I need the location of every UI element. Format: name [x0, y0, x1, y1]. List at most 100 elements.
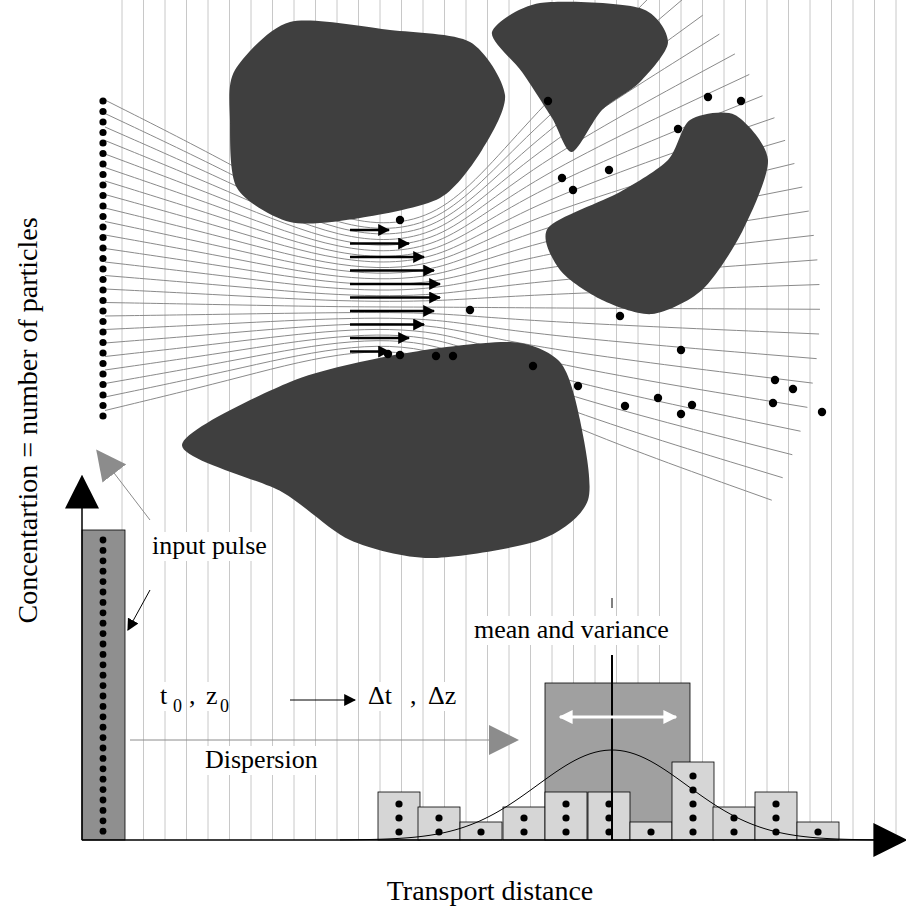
histogram-bar [503, 807, 545, 840]
particle [100, 776, 107, 783]
streamline [105, 0, 685, 228]
velocity-arrow [350, 350, 389, 353]
particle [569, 186, 577, 194]
gaussian-curve [340, 750, 880, 840]
particle [562, 800, 569, 807]
particle [100, 713, 107, 720]
velocity-arrow [350, 310, 434, 313]
grid-line [767, 0, 768, 840]
particle [432, 352, 440, 360]
histogram-bar [755, 792, 797, 840]
particle [100, 578, 107, 585]
particle [616, 312, 624, 320]
particle [520, 828, 527, 835]
dispersion-label: Dispersion [203, 746, 320, 775]
axis-title: Transport distance [385, 876, 596, 907]
particle [818, 408, 826, 416]
particle [100, 703, 107, 710]
particle [100, 724, 107, 731]
particle [99, 202, 106, 209]
particle [100, 557, 107, 564]
particle [100, 547, 107, 554]
particle [100, 651, 107, 658]
particle [396, 351, 404, 359]
particle [396, 216, 404, 224]
particle [99, 129, 106, 136]
particle [730, 828, 737, 835]
particle [395, 814, 402, 821]
mean-line [611, 655, 613, 840]
particle [99, 171, 106, 178]
particle [558, 174, 566, 182]
grain [229, 21, 505, 224]
transform-arrow [290, 700, 355, 701]
particle [100, 599, 107, 606]
particle [737, 97, 745, 105]
symbol-label: Δt [366, 682, 394, 711]
particle [99, 276, 106, 283]
grain [545, 113, 768, 315]
particle [99, 307, 106, 314]
particle [99, 108, 106, 115]
particle [99, 391, 106, 398]
particle [99, 223, 106, 230]
particle [99, 360, 106, 367]
particle [529, 362, 537, 370]
histogram-bar [588, 792, 630, 840]
variance-box [545, 683, 690, 840]
particle [466, 306, 474, 314]
particle [100, 589, 107, 596]
histogram-bar [672, 762, 714, 840]
y-axis [81, 478, 83, 840]
particle [677, 346, 685, 354]
symbol-label: z [204, 682, 220, 711]
particle [100, 537, 107, 544]
grid-line [896, 0, 897, 840]
subscript-label: 0 [218, 697, 231, 717]
velocity-arrow [350, 269, 434, 272]
symbol-label: , [408, 682, 419, 711]
particle [100, 620, 107, 627]
particle [99, 402, 106, 409]
input-particles [99, 97, 106, 419]
particle [100, 817, 107, 824]
particle [99, 339, 106, 346]
particle [100, 661, 107, 668]
particle [689, 814, 696, 821]
streamline [105, 303, 820, 310]
streamline [105, 285, 819, 302]
particle [395, 800, 402, 807]
leader-arrow [98, 452, 150, 520]
grain [182, 342, 590, 558]
particle [99, 139, 106, 146]
particle [100, 786, 107, 793]
symbol-label: Δz [426, 682, 458, 711]
particle [99, 318, 106, 325]
particle [99, 118, 106, 125]
particle [99, 234, 106, 241]
particle [100, 734, 107, 741]
particle [99, 244, 106, 251]
particle [789, 385, 797, 393]
velocity-arrows [350, 230, 440, 352]
particle [544, 97, 552, 105]
particle [654, 394, 662, 402]
particle [605, 166, 613, 174]
histogram-bar [460, 822, 502, 840]
particle [99, 160, 106, 167]
grid-line [208, 0, 209, 840]
histogram-bar [378, 792, 420, 840]
particle [99, 349, 106, 356]
axis-title: Concentartion = number of particles [13, 215, 44, 625]
particle [769, 399, 777, 407]
particle [100, 765, 107, 772]
particle [99, 286, 106, 293]
particle [100, 797, 107, 804]
particle [100, 568, 107, 575]
particle [99, 150, 106, 157]
particle [99, 181, 106, 188]
velocity-arrow [350, 256, 424, 259]
grid-line [831, 0, 832, 840]
pulse-label: input pulse [150, 532, 269, 561]
